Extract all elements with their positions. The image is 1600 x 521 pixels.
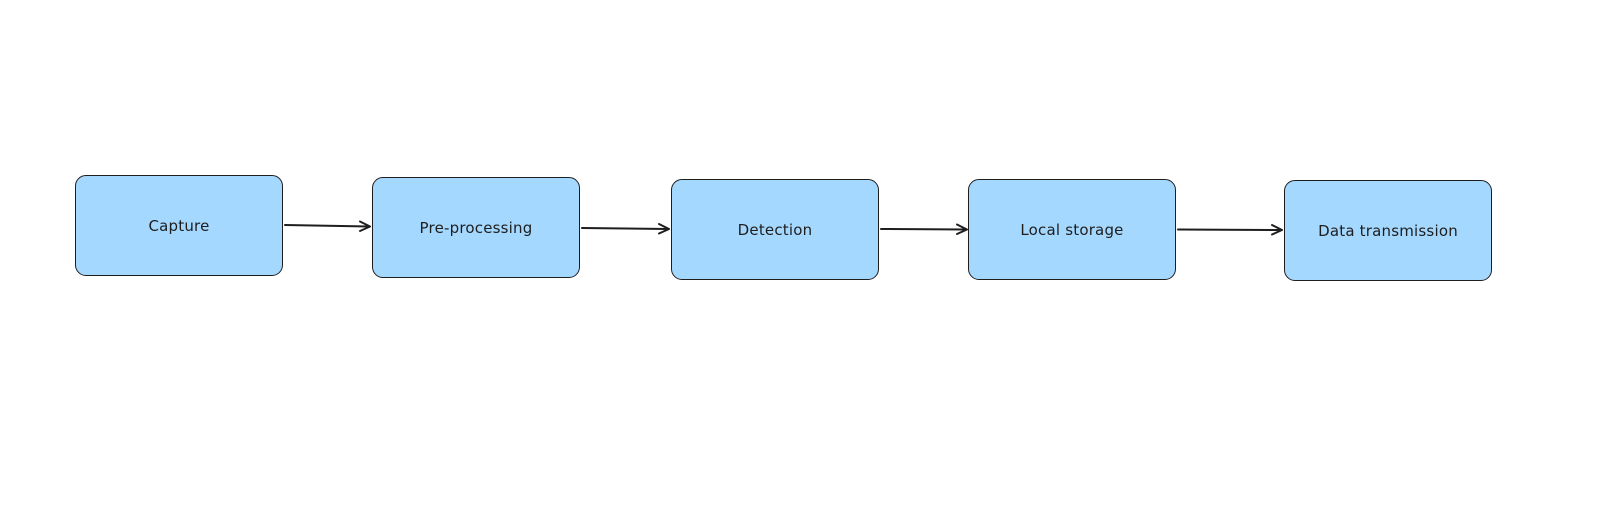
node-capture-label: Capture xyxy=(148,216,210,235)
node-preprocessing-label: Pre-processing xyxy=(419,218,533,237)
edge-preprocessing-to-detection[interactable] xyxy=(581,223,670,235)
node-local-storage-label: Local storage xyxy=(1020,220,1124,239)
edge-detection-to-local-storage[interactable] xyxy=(880,223,968,235)
node-preprocessing[interactable]: Pre-processing xyxy=(372,177,580,278)
node-detection-label: Detection xyxy=(737,220,813,239)
node-detection[interactable]: Detection xyxy=(671,179,879,280)
node-data-transmission[interactable]: Data transmission xyxy=(1284,180,1492,281)
edge-capture-to-preprocessing[interactable] xyxy=(284,220,371,232)
node-local-storage[interactable]: Local storage xyxy=(968,179,1176,280)
node-data-transmission-label: Data transmission xyxy=(1318,221,1458,240)
edge-local-storage-to-transmission[interactable] xyxy=(1177,224,1283,236)
node-capture[interactable]: Capture xyxy=(75,175,283,276)
